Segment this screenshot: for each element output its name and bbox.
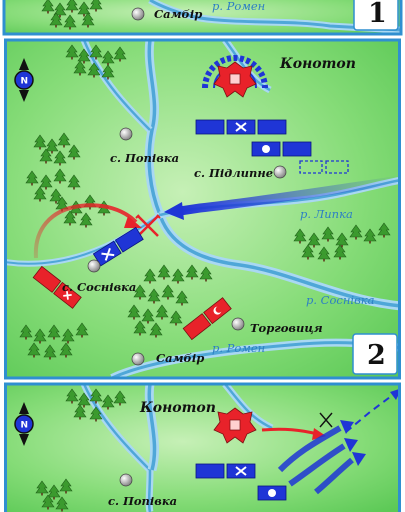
- pidlypne-marker: [273, 165, 287, 179]
- torhovytsia-marker: [231, 317, 245, 331]
- double-eagle-icon: [268, 489, 276, 497]
- sambir-marker: [131, 352, 145, 366]
- compass-icon: [14, 414, 34, 434]
- panel-1-sambir-label: Самбір: [154, 7, 202, 21]
- panel-1-number: 1: [368, 0, 387, 29]
- torhovytsia-label: Торговиця: [250, 321, 323, 335]
- battle-icon: [135, 214, 161, 237]
- blue-army-south: [92, 226, 144, 267]
- panel-3-frame: [4, 382, 401, 512]
- panel-1-sambir-marker: [131, 7, 145, 21]
- sosnivka-river-label: р. Соснівка: [306, 293, 375, 307]
- panel-1-romen-label: р. Ромен: [212, 0, 265, 13]
- panel-2: Конотоп: [4, 40, 401, 378]
- konotop-label: Конотоп: [279, 56, 356, 72]
- panel-3-popivka-label: с. Попівка: [108, 494, 177, 508]
- romen-river-label: р. Ромен: [212, 341, 265, 355]
- pidlypne-label: с. Підлипне: [194, 166, 273, 180]
- blue-army-north: [195, 119, 349, 174]
- panel-1-frame: [2, 0, 403, 36]
- blue-dashed-retreat-arrow: [345, 393, 395, 433]
- blue-unit: [195, 119, 225, 135]
- konotop-fortress: [202, 55, 268, 98]
- panel-1-number-box: [353, 0, 399, 31]
- red-arrow-head: [124, 216, 142, 228]
- sambir-label: Самбір: [156, 351, 204, 365]
- red-army-west: [32, 265, 82, 309]
- blue-unit-former-position: [325, 160, 349, 174]
- blue-retreat-arrows: [277, 388, 401, 495]
- sosnivka-village-label: с. Соснівка: [62, 280, 136, 294]
- lypka-river-label: р. Липка: [300, 207, 353, 221]
- popivka-label: с. Попівка: [110, 151, 179, 165]
- panel-3-konotop-label: Конотоп: [139, 400, 216, 416]
- panel-3-fortress: [213, 407, 257, 444]
- compass: N: [14, 58, 34, 102]
- red-army-south: [182, 297, 232, 341]
- red-flank-arrow: [33, 203, 138, 259]
- compass-icon: [14, 70, 34, 90]
- double-eagle-icon: [262, 145, 270, 153]
- panel-2-number-box: [352, 333, 398, 375]
- compass-letter: N: [21, 77, 29, 87]
- panel-3: Конотоп с. Попівка: [4, 384, 401, 512]
- panel-2-number: 2: [367, 340, 386, 371]
- blue-attack-arrow: [179, 175, 401, 216]
- blue-unit-former-position: [299, 160, 323, 174]
- panel-3-popivka-marker: [119, 473, 133, 487]
- blue-unit: [282, 141, 312, 157]
- panel-1: Самбір р. Ромен 1: [4, 0, 401, 34]
- panel-3-compass: N: [14, 402, 34, 446]
- blue-arrow-head: [164, 202, 184, 220]
- panel-2-frame: [4, 38, 401, 380]
- panel-3-blue-army: [195, 463, 287, 501]
- panel-3-battle-icon: [319, 412, 333, 428]
- popivka-marker: [119, 127, 133, 141]
- blue-unit: [257, 119, 287, 135]
- sosnivka-marker: [87, 259, 101, 273]
- panel-3-compass-letter: N: [21, 421, 29, 431]
